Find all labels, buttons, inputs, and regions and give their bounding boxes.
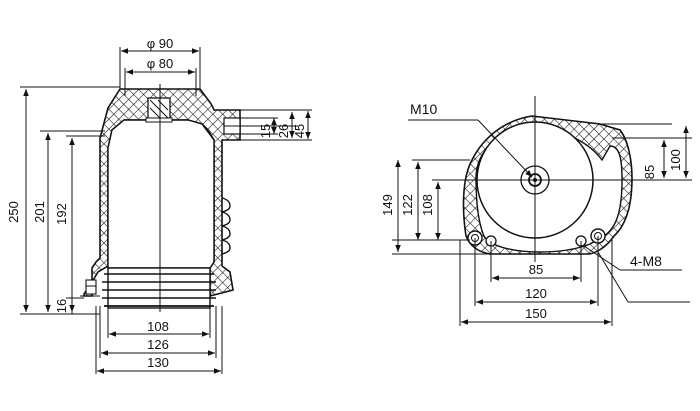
dim-phi80-label: φ 80 xyxy=(147,56,174,71)
dim-top-bottom-widths: 85 120 150 xyxy=(459,236,690,326)
dim-250-label: 250 xyxy=(6,201,21,223)
dim-108-label: 108 xyxy=(147,319,169,334)
dim-201-label: 201 xyxy=(32,201,47,223)
dim-phi90-label: φ 90 xyxy=(147,36,174,51)
dim-85h-label: 85 xyxy=(529,262,543,277)
dim-149-label: 149 xyxy=(380,194,395,216)
dim-122-label: 122 xyxy=(400,194,415,216)
side-view: φ 90 φ 80 15 26 45 xyxy=(6,36,312,374)
dim-192-label: 192 xyxy=(54,203,69,225)
dim-top-left-heights: 149 122 108 xyxy=(380,159,490,255)
dim-150-label: 150 xyxy=(525,306,547,321)
dim-26-label: 26 xyxy=(276,124,291,138)
m10-text: M10 xyxy=(410,101,437,117)
dim-85v-label: 85 xyxy=(642,165,657,179)
dim-100-label: 100 xyxy=(668,149,683,171)
base-bolt xyxy=(80,279,100,297)
dim-16-label: 16 xyxy=(54,299,69,313)
dim-15-label: 15 xyxy=(258,124,273,138)
shed-ribs xyxy=(221,197,231,255)
label-m10: M10 xyxy=(408,101,533,178)
dim-130-label: 130 xyxy=(147,355,169,370)
dim-126-label: 126 xyxy=(147,337,169,352)
dim-top-right-heights: 85 100 xyxy=(600,123,692,181)
top-view: M10 4-M8 149 122 108 85 xyxy=(380,96,692,326)
dim-120-label: 120 xyxy=(525,286,547,301)
dim-outlet-right: 15 26 45 xyxy=(240,109,312,141)
dim-phi90: φ 90 xyxy=(119,36,201,89)
inner-bore xyxy=(107,119,215,269)
ribbed-base xyxy=(102,267,216,309)
dim-left-heights: 250 201 192 16 xyxy=(6,86,120,315)
dim-phi80: φ 80 xyxy=(124,56,197,96)
dim-bottom-widths: 108 126 130 xyxy=(95,306,223,374)
dim-108v-label: 108 xyxy=(420,194,435,216)
dim-45-label: 45 xyxy=(292,124,307,138)
m8-text: 4-M8 xyxy=(630,253,662,269)
